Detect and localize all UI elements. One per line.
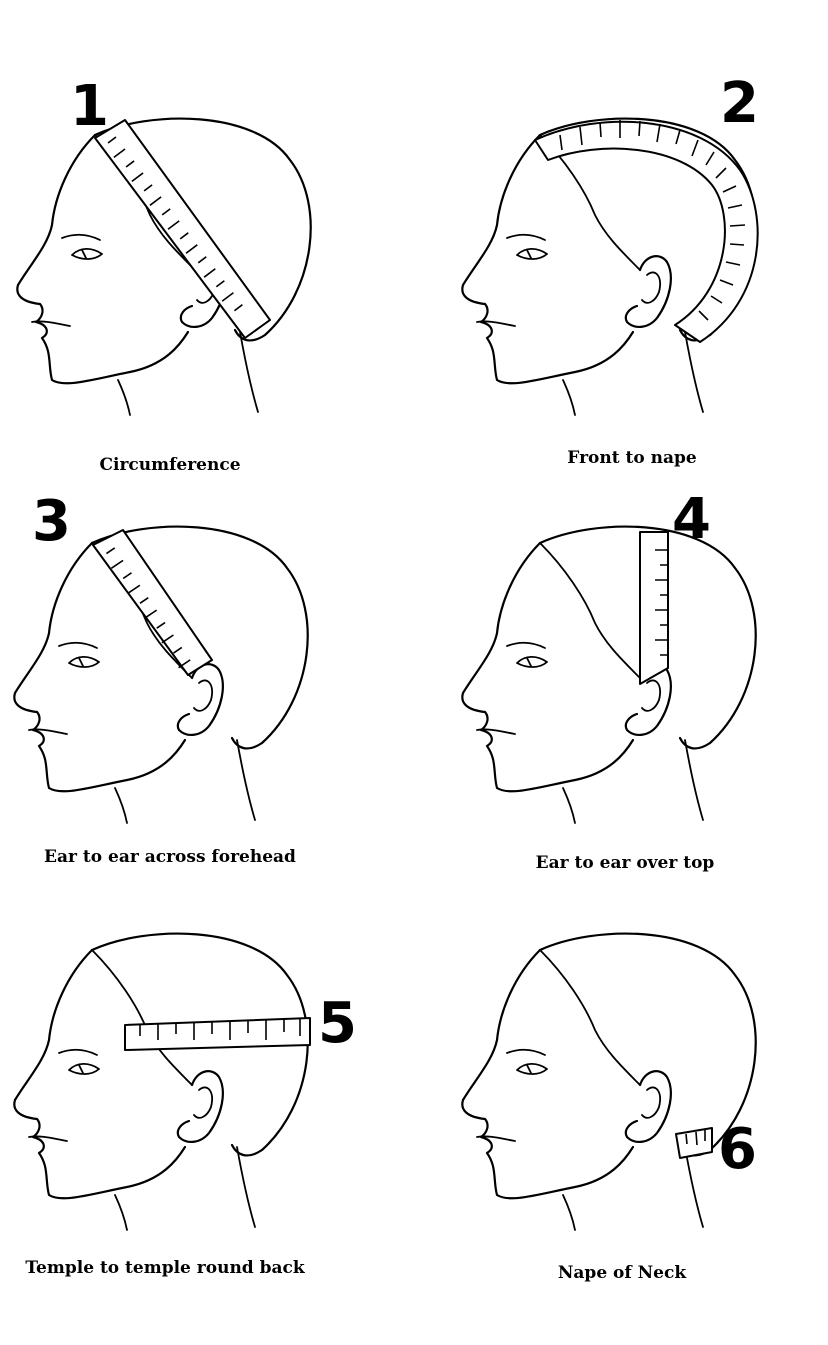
diagram-caption: Front to nape <box>567 448 697 468</box>
diagram-circumference: 1 Circumference <box>16 74 312 475</box>
diagram-nape-of-neck: 6 Nape of Neck <box>461 932 757 1283</box>
diagram-ear-to-ear-across-forehead: 3 Ear to ear across forehead <box>13 489 309 867</box>
diagram-caption: Circumference <box>99 455 240 475</box>
measuring-tape <box>675 1127 713 1159</box>
measuring-tape <box>534 120 759 343</box>
measuring-tape <box>639 531 669 685</box>
measuring-tape <box>92 529 213 676</box>
step-number: 3 <box>32 489 71 554</box>
step-number: 6 <box>718 1117 757 1182</box>
diagram-caption: Ear to ear across forehead <box>44 847 296 867</box>
diagram-caption: Ear to ear over top <box>536 853 715 873</box>
diagram-caption: Temple to temple round back <box>25 1258 306 1278</box>
measuring-tape <box>124 1017 311 1051</box>
step-number: 4 <box>672 487 711 552</box>
step-number: 1 <box>70 74 109 139</box>
diagram-ear-to-ear-over-top: 4 Ear to ear over top <box>461 487 757 873</box>
diagram-front-to-nape: 2 Front to nape <box>461 71 759 468</box>
step-number: 2 <box>720 71 759 136</box>
diagram-temple-to-temple-round-back: 5 Temple to temple round back <box>13 932 357 1278</box>
diagram-caption: Nape of Neck <box>558 1263 687 1283</box>
measuring-tape <box>94 119 271 339</box>
step-number: 5 <box>318 991 357 1056</box>
